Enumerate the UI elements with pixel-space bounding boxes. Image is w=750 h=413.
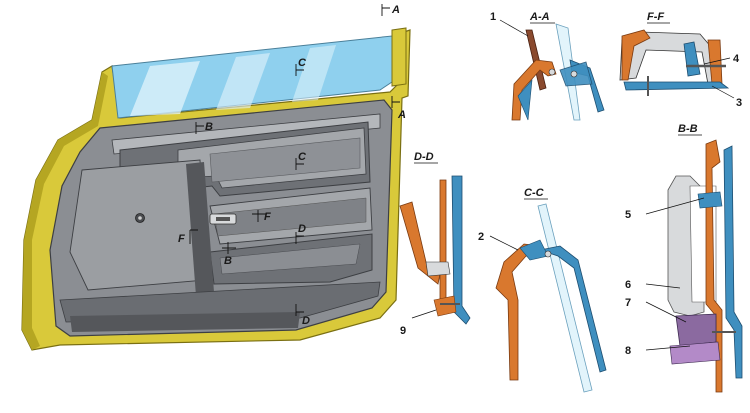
- section-title-ff: F-F: [647, 11, 664, 23]
- section-f-f: F-F 4 3: [619, 11, 742, 109]
- callout-3: 3: [736, 97, 742, 109]
- callout-6: 6: [625, 279, 631, 291]
- section-c-c: C-C 2: [478, 187, 607, 393]
- callout-7: 7: [625, 297, 631, 309]
- cut-label-f-right: F: [264, 211, 271, 223]
- cut-label-d-right: D: [298, 223, 306, 235]
- cut-label-c-top: C: [298, 57, 307, 69]
- cut-label-c-mid: C: [298, 151, 307, 163]
- cut-label-b: B: [205, 121, 213, 133]
- section-b-b: B-B 5 6 7 8: [625, 123, 743, 393]
- cut-mark-labels: A C A B C F F B D D: [178, 4, 406, 327]
- door-assembly: [21, 27, 411, 351]
- cut-label-b-low: B: [224, 255, 232, 267]
- section-title-cc: C-C: [524, 187, 545, 199]
- section-d-d: D-D 9: [399, 151, 471, 337]
- section-a-a: A-A 1: [490, 11, 605, 121]
- section-title-bb: B-B: [678, 123, 698, 135]
- callout-8: 8: [625, 345, 631, 357]
- callout-4: 4: [733, 53, 740, 65]
- callout-1: 1: [490, 11, 496, 23]
- section-title-dd: D-D: [414, 151, 434, 163]
- section-title-aa: A-A: [529, 11, 550, 23]
- cut-label-d-bottom: D: [302, 315, 310, 327]
- callout-9: 9: [400, 325, 406, 337]
- callout-2: 2: [478, 231, 484, 243]
- cut-label-a-top: A: [391, 4, 400, 16]
- cut-label-f-left: F: [178, 233, 185, 245]
- callout-5: 5: [625, 209, 631, 221]
- cut-marks: [189, 4, 400, 316]
- cut-label-a-mid: A: [397, 109, 406, 121]
